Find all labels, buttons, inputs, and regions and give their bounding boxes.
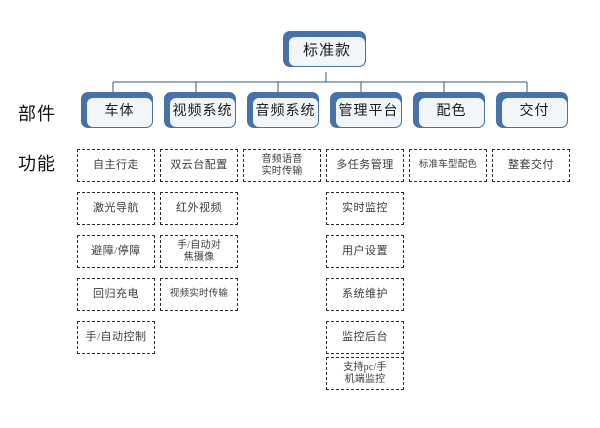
node-root[interactable]: 标准款 [283,31,366,67]
node-label: 车体 [104,104,135,120]
node-card: 音频系统 [252,97,319,128]
node-peise[interactable]: 配色 [413,92,485,128]
leaf-item[interactable]: 标准车型配色 [409,149,487,182]
node-card: 标准款 [288,36,366,67]
leaf-item[interactable]: 回归充电 [77,278,155,311]
node-label: 标准款 [302,42,351,59]
leaf-label: 多任务管理 [336,159,394,172]
node-jiaofu[interactable]: 交付 [496,92,568,128]
leaf-label: 音频语音 实时传输 [261,153,303,177]
row-label-components: 部件 [18,104,56,124]
node-card: 管理平台 [335,97,402,128]
leaf-label: 标准车型配色 [418,159,478,170]
node-shipin-xitong[interactable]: 视频系统 [164,92,236,128]
leaf-label: 监控后台 [342,331,388,344]
node-label: 视频系统 [172,104,233,120]
leaf-label: 红外视频 [176,202,222,215]
leaf-label: 视频实时传输 [169,288,229,299]
node-label: 管理平台 [338,104,399,120]
leaf-label: 激光导航 [93,202,139,215]
leaf-label: 避障/停障 [91,245,141,258]
leaf-item[interactable]: 多任务管理 [326,149,404,182]
leaf-item[interactable]: 实时监控 [326,192,404,225]
leaf-item[interactable]: 监控后台 [326,321,404,354]
node-che-ti[interactable]: 车体 [81,92,153,128]
leaf-label: 用户设置 [342,245,388,258]
node-card: 车体 [86,97,153,128]
leaf-item[interactable]: 视频实时传输 [160,278,238,311]
node-label: 配色 [436,104,467,120]
leaf-item[interactable]: 避障/停障 [77,235,155,268]
leaf-item[interactable]: 系统维护 [326,278,404,311]
node-card: 配色 [418,97,485,128]
leaf-label: 双云台配置 [170,159,228,172]
node-label: 音频系统 [255,104,316,120]
leaf-item[interactable]: 自主行走 [77,149,155,182]
leaf-label: 手/自动对 焦摄像 [177,239,221,263]
leaf-item[interactable]: 手/自动对 焦摄像 [160,235,238,268]
row-label-functions: 功能 [18,154,56,174]
node-card: 视频系统 [169,97,236,128]
leaf-item[interactable]: 激光导航 [77,192,155,225]
leaf-label: 系统维护 [342,288,388,301]
leaf-label: 实时监控 [342,202,388,215]
leaf-label: 回归充电 [93,288,139,301]
leaf-item[interactable]: 整套交付 [492,149,570,182]
node-label: 交付 [519,104,550,120]
leaf-item[interactable]: 红外视频 [160,192,238,225]
leaf-item[interactable]: 双云台配置 [160,149,238,182]
leaf-label: 手/自动控制 [85,331,147,344]
leaf-item[interactable]: 用户设置 [326,235,404,268]
leaf-label: 支持pc/手 机端监控 [343,361,387,385]
leaf-item[interactable]: 手/自动控制 [77,321,155,354]
leaf-label: 整套交付 [508,159,554,172]
leaf-item[interactable]: 音频语音 实时传输 [243,149,321,182]
leaf-label: 自主行走 [93,159,139,172]
leaf-item[interactable]: 支持pc/手 机端监控 [326,357,404,390]
node-card: 交付 [501,97,568,128]
node-yinpin-xitong[interactable]: 音频系统 [247,92,319,128]
node-guanli-pingtai[interactable]: 管理平台 [330,92,402,128]
